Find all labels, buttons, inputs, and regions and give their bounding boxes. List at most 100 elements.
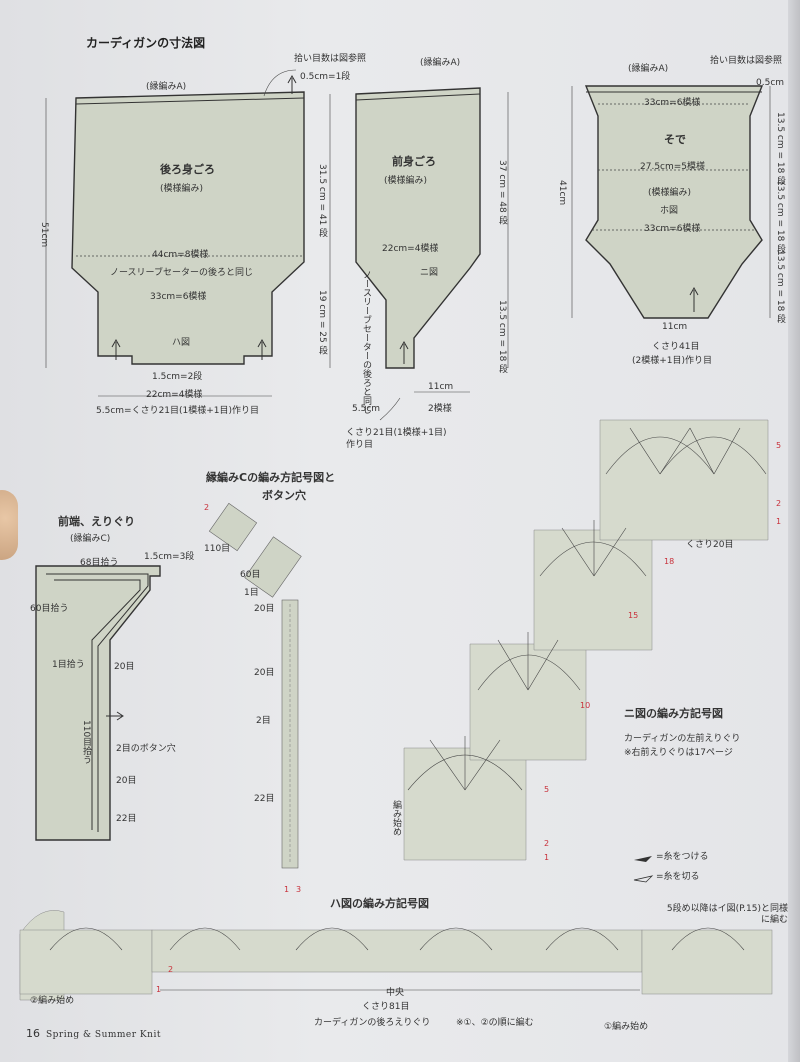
back-body-shape xyxy=(45,69,305,397)
ha-caption: カーディガンの後ろえりぐり xyxy=(314,1018,431,1028)
ha-top-note: 5段め以降はイ図(P.15)と同様に編む xyxy=(666,904,788,925)
ha-chart xyxy=(19,910,773,1001)
front-foot1: くさり21目(1模様+1目) xyxy=(346,428,447,438)
legend-attach: =糸をつける xyxy=(656,852,709,862)
sleeve-w1: 33cm=6模様 xyxy=(644,98,701,108)
border-c-l2b: 2目 xyxy=(256,716,271,726)
border-c-l20a: 20目 xyxy=(254,604,275,614)
page-edge xyxy=(788,0,800,1062)
border-c-title2: ボタン穴 xyxy=(262,489,306,502)
ni-start: 編み始め xyxy=(391,800,401,836)
front-h2: 19 cm = 25 段 xyxy=(317,290,327,355)
page-number: 16 xyxy=(26,1027,40,1040)
front-title: 前身ごろ xyxy=(392,155,436,168)
sleeve-w2: 27.5cm=5模様 xyxy=(640,162,706,172)
front-edge-shape xyxy=(35,565,161,841)
ha-title: ハ図の編み方記号図 xyxy=(330,897,429,910)
sleeve-row05: 0.5cm xyxy=(756,78,785,88)
front-edge-title: 前端、えりぐり xyxy=(58,515,135,528)
legend-cut: =糸を切る xyxy=(656,872,700,882)
border-c-l60: 60目 xyxy=(240,570,261,580)
back-pickup: 拾い目数は図参照 xyxy=(294,54,367,64)
back-row05: 0.5cm=1段 xyxy=(300,72,351,82)
ha-r1: 1 xyxy=(156,985,162,994)
ni-row-0: 5 xyxy=(776,441,782,450)
back-border-a: (縁編みA) xyxy=(146,82,187,92)
sleeve-w3: 33cm=6模様 xyxy=(644,224,701,234)
front-edge-pick68: 68目拾う xyxy=(80,558,119,568)
border-c-l110: 110目 xyxy=(204,544,231,554)
back-rows15: 1.5cm=2段 xyxy=(152,372,203,382)
front-edge-n20a: 20目 xyxy=(114,662,135,672)
ha-order: ※①、②の順に編む xyxy=(456,1018,534,1028)
sleeve-seg1: 13.5 cm = 18 段 xyxy=(775,112,785,186)
front-edge-rows15: 1.5cm=3段 xyxy=(144,552,195,562)
sleeve-title: そで xyxy=(664,133,686,146)
front-mark: ニ図 xyxy=(420,268,439,278)
ni-title: ニ図の編み方記号図 xyxy=(624,707,723,720)
front-edge-buttonhole: 2目のボタン穴 xyxy=(116,744,176,754)
border-c-l22: 22目 xyxy=(254,794,275,804)
front-edge-n20b: 20目 xyxy=(116,776,137,786)
ha-center: 中央 xyxy=(386,988,405,998)
back-foot: 5.5cm=くさり21目(1模様+1目)作り目 xyxy=(96,406,260,416)
front-side-note: ノースリーブセーターの後ろと同じ xyxy=(361,270,371,414)
front-w55: 5.5cm xyxy=(352,404,381,414)
ha-start1: ①編み始め xyxy=(604,1022,649,1032)
sleeve-shape xyxy=(571,85,771,319)
border-c-l2: 2 xyxy=(204,503,210,512)
book-title: Spring & Summer Knit xyxy=(46,1030,161,1040)
ni-chain20: くさり20目 xyxy=(686,540,734,550)
back-pattern: (模様編み) xyxy=(160,184,204,194)
front-h4: 13.5 cm = 18 段 xyxy=(497,300,507,374)
ha-chain81: くさり81目 xyxy=(362,1002,410,1012)
front-border-a: (縁編みA) xyxy=(420,58,461,68)
front-pattern: (模様編み) xyxy=(384,176,428,186)
back-same-as: ノースリーブセーターの後ろと同じ xyxy=(110,268,254,278)
back-width22: 22cm=4模様 xyxy=(146,390,203,400)
back-width44: 44cm=8模様 xyxy=(152,250,209,260)
sleeve-foot: (2模様+1目)作り目 xyxy=(632,356,713,366)
ha-r2: 2 xyxy=(168,965,174,974)
front-h1: 31.5 cm = 41 段 xyxy=(317,164,327,238)
sleeve-height: 41cm xyxy=(557,180,567,206)
border-c-title1: 縁編みCの編み方記号図と xyxy=(206,471,336,484)
sleeve-pattern: (模様編み) xyxy=(648,188,692,198)
front-edge-n22: 22目 xyxy=(116,814,137,824)
back-height: 51cm xyxy=(39,222,49,248)
border-c-b1: 1 xyxy=(284,885,290,894)
border-c-l1: 1目 xyxy=(244,588,259,598)
sleeve-w11: 11cm xyxy=(662,322,688,332)
ni-row-4: 15 xyxy=(628,611,639,620)
ni-row-6: 5 xyxy=(544,785,550,794)
ni-row-2: 1 xyxy=(776,517,782,526)
page-title: カーディガンの寸法図 xyxy=(86,36,206,50)
front-width22: 22cm=4模様 xyxy=(382,244,439,254)
sleeve-border-a: (縁編みA) xyxy=(628,64,669,74)
sleeve-pickup: 拾い目数は図参照 xyxy=(710,56,783,66)
front-edge-subtitle: (縁編みC) xyxy=(70,534,111,544)
border-c-l20b: 20目 xyxy=(254,668,275,678)
border-c-b3: 3 xyxy=(296,885,302,894)
ni-row-1: 2 xyxy=(776,499,782,508)
ni-row-3: 18 xyxy=(664,557,675,566)
front-w11: 11cm xyxy=(428,382,454,392)
front-foot2: 作り目 xyxy=(346,440,374,450)
front-body-shape xyxy=(329,87,509,421)
front-edge-pick1: 1目拾う xyxy=(52,660,85,670)
back-title: 後ろ身ごろ xyxy=(160,163,215,176)
back-width33: 33cm=6模様 xyxy=(150,292,207,302)
front-w11b: 2模様 xyxy=(428,404,452,414)
ni-note1: カーディガンの左前えりぐり xyxy=(624,734,741,744)
sleeve-seg2: 13.5 cm = 18 段 xyxy=(775,180,785,254)
ha-start2: ②編み始め xyxy=(30,996,75,1006)
ni-note2: ※右前えりぐりは17ページ xyxy=(624,748,733,758)
ni-row-8: 1 xyxy=(544,853,550,862)
front-edge-pick110: 110目拾う xyxy=(81,720,91,765)
back-mark: ハ図 xyxy=(172,338,191,348)
sleeve-mark: ホ図 xyxy=(660,206,679,216)
ni-row-5: 10 xyxy=(580,701,591,710)
ni-row-7: 2 xyxy=(544,839,550,848)
